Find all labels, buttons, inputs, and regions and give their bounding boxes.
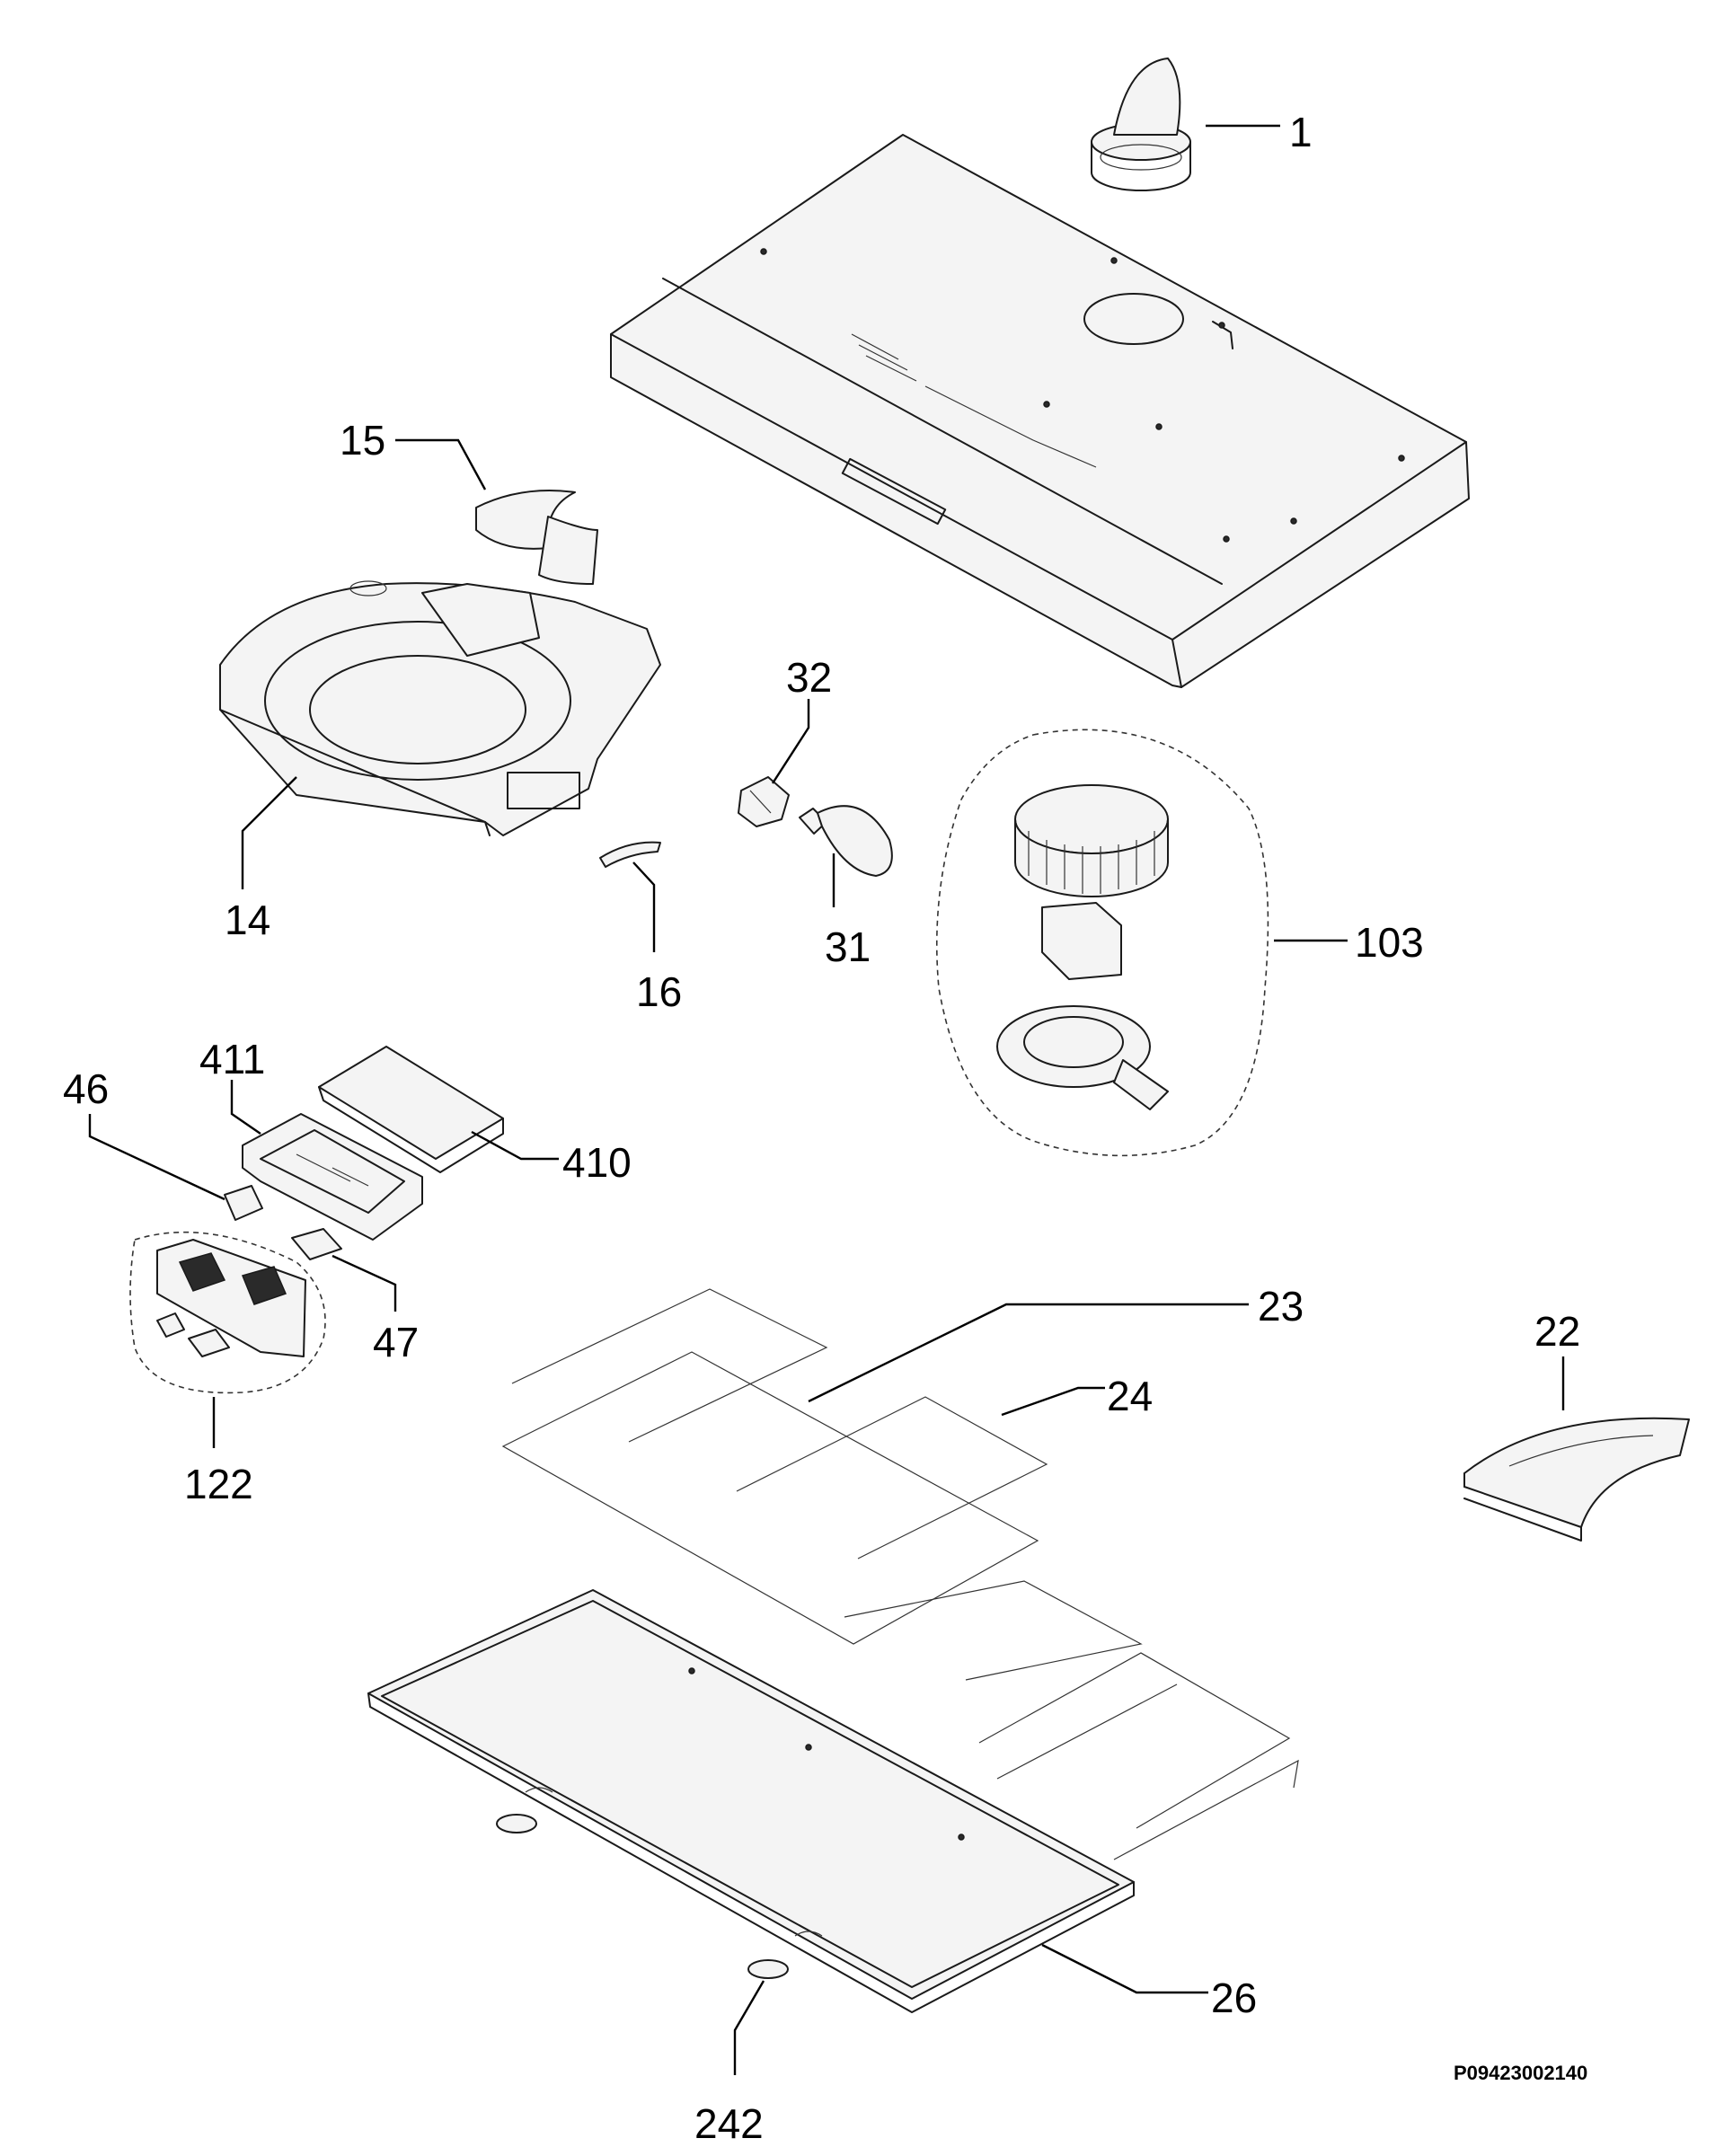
callout-24: 24 — [1107, 1373, 1153, 1419]
leader-242 — [733, 1980, 765, 2075]
callout-122: 122 — [184, 1461, 253, 1507]
part-242-clip — [496, 1814, 789, 1979]
callout-16: 16 — [636, 968, 682, 1015]
part-16-clip — [599, 841, 661, 868]
part-411-control-box — [242, 1113, 423, 1241]
part-32-lamp-holder — [738, 776, 790, 827]
callout-411: 411 — [199, 1036, 265, 1082]
part-103-motor-assembly — [936, 729, 1269, 1157]
leader-32 — [771, 699, 810, 784]
part-1-exhaust-valve — [1091, 57, 1191, 191]
callout-47: 47 — [373, 1319, 419, 1365]
grease-filters — [844, 1580, 1299, 1860]
leader-23 — [808, 1303, 1249, 1403]
callout-32: 32 — [786, 654, 832, 701]
part-26-bottom-panel — [367, 1589, 1135, 2013]
callout-23: 23 — [1258, 1283, 1304, 1330]
leader-410 — [471, 1130, 559, 1161]
leader-47 — [332, 1254, 397, 1312]
callout-410: 410 — [562, 1139, 632, 1186]
leader-26 — [1041, 1943, 1208, 1994]
leader-24 — [1001, 1386, 1105, 1417]
callout-103: 103 — [1355, 919, 1424, 966]
part-14-blower-housing — [219, 580, 661, 836]
part-122-control-panel — [129, 1231, 326, 1394]
leader-46 — [88, 1114, 225, 1201]
callout-22: 22 — [1534, 1308, 1580, 1355]
part-47-switch — [291, 1228, 342, 1260]
callout-46: 46 — [63, 1065, 109, 1112]
part-23-filter-sheets — [501, 1288, 1048, 1645]
hood-body — [610, 134, 1470, 688]
part-22-duct-adapter — [1463, 1417, 1690, 1542]
callout-1: 1 — [1289, 109, 1313, 155]
leader-15 — [395, 438, 487, 490]
part-410-control-cover — [318, 1046, 504, 1173]
part-31-bulb — [799, 805, 893, 877]
callout-14: 14 — [225, 897, 270, 943]
leader-14 — [241, 776, 297, 889]
part-46-switch — [224, 1185, 263, 1221]
part-15-flap — [475, 490, 598, 585]
callout-31: 31 — [825, 923, 871, 970]
callout-242: 242 — [694, 2100, 764, 2147]
leader-411 — [230, 1080, 261, 1135]
callout-26: 26 — [1211, 1975, 1257, 2021]
leader-16 — [632, 862, 656, 952]
document-code: P09423002140 — [1454, 2062, 1587, 2084]
callout-15: 15 — [340, 417, 385, 464]
